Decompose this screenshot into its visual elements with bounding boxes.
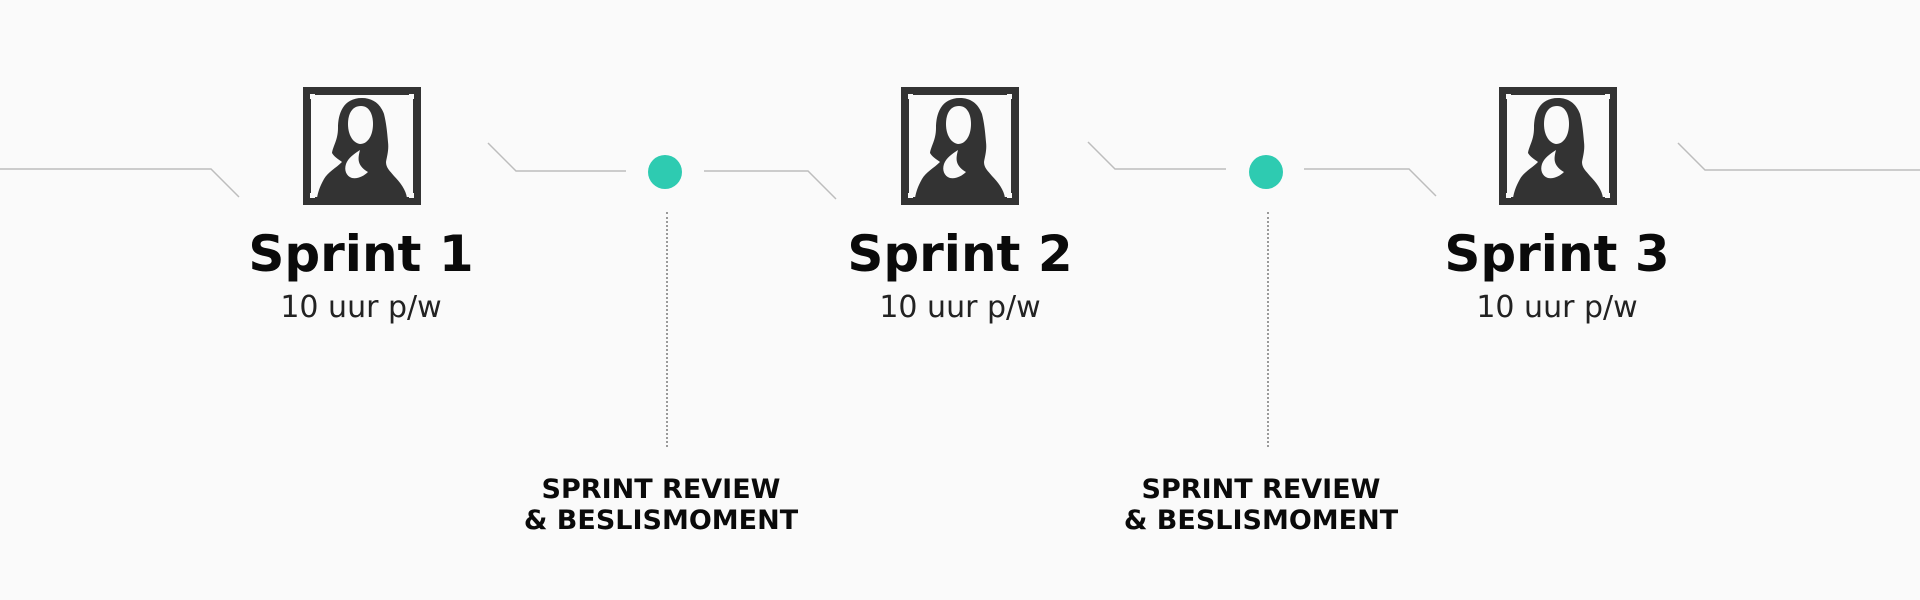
mona-lisa-portrait-icon <box>1499 87 1617 205</box>
milestone-label: SPRINT REVIEW & BESLISMOMENT <box>481 474 841 536</box>
milestone-label-line1: SPRINT REVIEW <box>1141 474 1381 505</box>
sprint-title: Sprint 3 <box>1444 225 1670 283</box>
milestone-label-line2: & BESLISMOMENT <box>1123 505 1399 536</box>
mona-lisa-portrait-icon <box>901 87 1019 205</box>
connector-line <box>1087 141 1226 170</box>
milestone-dot <box>648 155 682 189</box>
milestone-stem <box>666 212 668 447</box>
sprint-hours: 10 uur p/w <box>280 290 442 325</box>
connector-line <box>1677 142 1920 171</box>
connector-line <box>487 142 626 172</box>
sprint-title: Sprint 1 <box>248 225 474 283</box>
milestone-label-line2: & BESLISMOMENT <box>523 505 799 536</box>
mona-lisa-portrait-icon <box>303 87 421 205</box>
connector-line <box>1304 168 1437 197</box>
sprint-title: Sprint 2 <box>847 225 1073 283</box>
sprint-hours: 10 uur p/w <box>1476 290 1638 325</box>
sprint-hours: 10 uur p/w <box>879 290 1041 325</box>
connector-line <box>0 168 240 198</box>
milestone-stem <box>1267 212 1269 447</box>
connector-line <box>704 170 837 200</box>
milestone-label-line1: SPRINT REVIEW <box>541 474 781 505</box>
milestone-dot <box>1249 155 1283 189</box>
milestone-label: SPRINT REVIEW & BESLISMOMENT <box>1081 474 1441 536</box>
